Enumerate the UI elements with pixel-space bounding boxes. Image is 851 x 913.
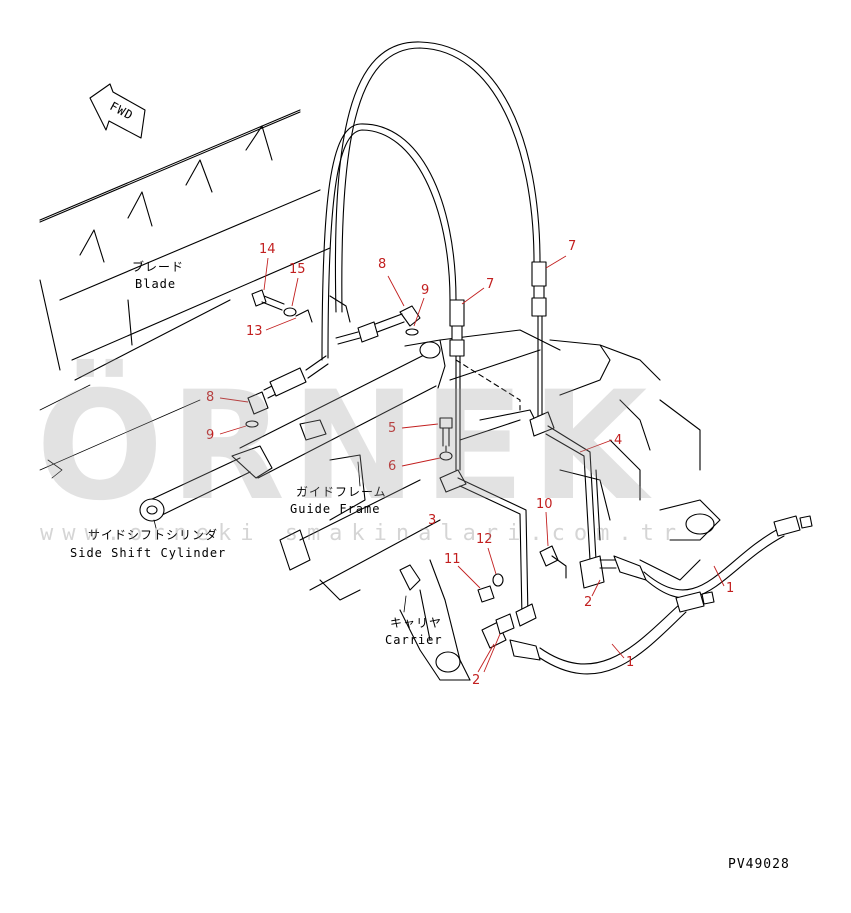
clamp-13 bbox=[295, 295, 351, 323]
fwd-arrow-icon: FWD bbox=[89, 83, 146, 139]
drawing-code: PV49028 bbox=[728, 857, 790, 872]
oring-9-lower bbox=[245, 420, 259, 428]
blade-label-jp: ブレード bbox=[132, 259, 184, 274]
blade-outline bbox=[39, 109, 331, 479]
tubes-vertical bbox=[455, 315, 543, 471]
callout-8a: 8 bbox=[378, 257, 386, 272]
callout-12: 12 bbox=[476, 532, 493, 547]
carrier-label-en: Carrier bbox=[385, 633, 443, 647]
tee-2-right bbox=[579, 555, 617, 589]
hose-1-upper bbox=[613, 515, 813, 599]
hose-loop-outer bbox=[334, 41, 541, 313]
label-side-shift-cylinder: サイドシフトシリンダ Side Shift Cylinder bbox=[70, 519, 226, 560]
main-frame-right bbox=[549, 339, 721, 581]
callout-3: 3 bbox=[428, 513, 436, 528]
side-shift-label-jp: サイドシフトシリンダ bbox=[88, 527, 218, 542]
callout-7a: 7 bbox=[486, 277, 494, 292]
side-shift-cylinder bbox=[139, 339, 446, 522]
callout-13: 13 bbox=[246, 324, 263, 339]
callout-14: 14 bbox=[259, 242, 276, 257]
washer-6 bbox=[439, 451, 453, 461]
hose-loop-inner bbox=[321, 123, 457, 361]
guide-frame-label-jp: ガイドフレーム bbox=[296, 485, 387, 499]
watermark: ÖRNEK www.orneki smakinalari.com.tr bbox=[36, 358, 685, 546]
callout-8b: 8 bbox=[206, 390, 214, 405]
callout-1b: 1 bbox=[626, 655, 634, 670]
label-carrier: キャリヤ Carrier bbox=[385, 595, 443, 647]
fitting-7-left bbox=[449, 299, 465, 357]
washer-12 bbox=[492, 573, 504, 587]
watermark-brand: ÖRNEK bbox=[36, 358, 653, 534]
assembly-line-2 bbox=[455, 359, 521, 411]
label-blade: ブレード Blade bbox=[132, 259, 184, 291]
callout-4: 4 bbox=[614, 433, 622, 448]
blade-label-en: Blade bbox=[135, 277, 176, 291]
nut-11 bbox=[477, 585, 495, 603]
bolt-14 bbox=[251, 289, 285, 311]
bolt-5 bbox=[439, 417, 453, 447]
elbow-8-lower bbox=[247, 355, 329, 415]
carrier bbox=[399, 559, 471, 681]
hose-1-lower bbox=[509, 591, 715, 675]
callouts: 1 1 2 2 3 4 5 6 7 7 8 8 9 9 10 11 12 13 bbox=[206, 239, 734, 688]
callout-15: 15 bbox=[289, 262, 306, 277]
tee-2-left bbox=[481, 613, 515, 649]
callout-1a: 1 bbox=[726, 581, 734, 596]
callout-2a: 2 bbox=[584, 595, 592, 610]
callout-2b: 2 bbox=[472, 673, 480, 688]
callout-7b: 7 bbox=[568, 239, 576, 254]
pipe-4 bbox=[529, 411, 601, 561]
watermark-url: www.orneki smakinalari.com.tr bbox=[40, 521, 685, 546]
elbow-10 bbox=[539, 545, 567, 579]
oring-9-upper bbox=[405, 328, 419, 336]
washer-15 bbox=[283, 307, 297, 317]
label-guide-frame: ガイドフレーム Guide Frame bbox=[290, 461, 387, 516]
callout-9b: 9 bbox=[206, 428, 214, 443]
callout-10: 10 bbox=[536, 497, 553, 512]
callout-5: 5 bbox=[388, 421, 396, 436]
callout-11: 11 bbox=[444, 552, 461, 567]
callout-9a: 9 bbox=[421, 283, 429, 298]
elbow-8-upper bbox=[335, 305, 421, 345]
callout-6: 6 bbox=[388, 459, 396, 474]
carrier-label-jp: キャリヤ bbox=[390, 616, 442, 630]
fitting-7-right bbox=[531, 261, 547, 317]
guide-frame-label-en: Guide Frame bbox=[290, 502, 380, 516]
pipe-3 bbox=[439, 469, 537, 627]
side-shift-label-en: Side Shift Cylinder bbox=[70, 546, 226, 560]
